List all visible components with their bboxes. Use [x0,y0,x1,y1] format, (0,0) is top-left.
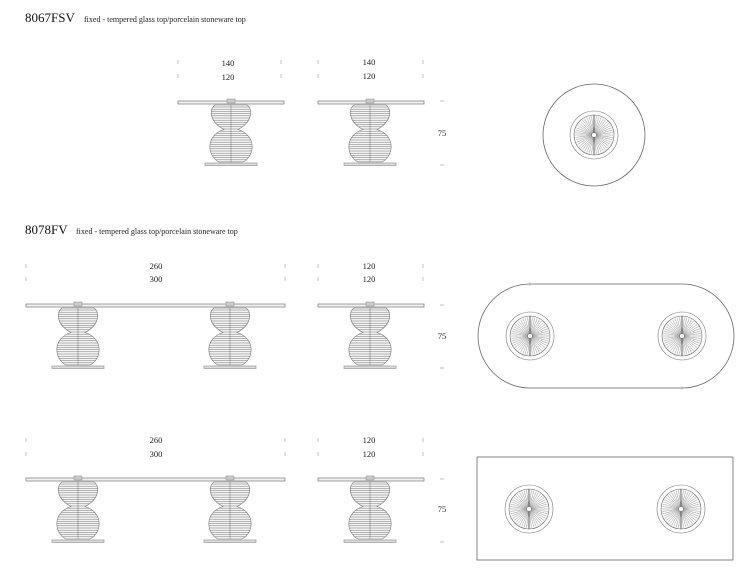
base-plate [204,162,258,166]
s2-front-dim-b: 300 [150,274,163,284]
base-plate [51,365,105,369]
base-ring [505,311,555,361]
s2-side-dim-a: 120 [363,261,376,271]
base-center [527,333,533,339]
s3-height: 75 [438,504,447,514]
s3-front-dim-a: 260 [150,435,163,445]
s1-height: 75 [438,128,447,138]
connector [365,475,375,481]
base-center [526,506,532,512]
s2-height: 75 [438,331,447,341]
base-plate [51,539,105,543]
base-plate [203,539,257,543]
s3-side-elevation [317,475,425,543]
section-2-code: 8078FV [25,222,68,237]
connector [225,475,235,481]
s1-front-dim-b: 120 [222,72,235,82]
s1-side-dim-b: 120 [363,71,376,81]
s1-plan-view-round [542,83,646,187]
connector [365,301,375,307]
s2-side-dim-b: 120 [363,274,376,284]
base-ring [657,311,707,361]
section-2-description: fixed - tempered glass top/porcelain sto… [76,227,238,236]
s3-front-dim-b: 300 [150,449,163,459]
table-top [25,477,286,482]
base-plate [343,539,397,543]
section-1-description: fixed - tempered glass top/porcelain sto… [84,15,246,24]
base-ring [569,110,619,160]
s3-plan-view-rectangular [476,456,734,561]
base-plate [343,365,397,369]
base-rays [575,116,613,154]
base-ring [656,484,706,534]
base-center [679,333,685,339]
s1-front-elevation [177,98,285,166]
connector [225,301,235,307]
connector [365,98,375,104]
base-plate [203,365,257,369]
s1-side-elevation [317,98,425,166]
s3-front-elevation [25,475,286,543]
base-center [678,506,684,512]
s2-front-elevation [25,301,286,369]
connector [73,475,83,481]
base-ring [504,484,554,534]
s2-front-dim-a: 260 [150,261,163,271]
connector [73,301,83,307]
s1-front-dim-a: 140 [222,58,235,68]
s2-side-elevation [317,301,425,369]
s3-side-dim-a: 120 [363,435,376,445]
table-top [25,303,286,308]
base-plate [343,162,397,166]
connector [226,98,236,104]
s3-side-dim-b: 120 [363,449,376,459]
section-1-code: 8067FSV [25,10,75,25]
s1-side-dim-a: 140 [363,57,376,67]
s2-plan-view-oval [477,282,735,390]
base-center [591,132,597,138]
base-rays [663,317,701,355]
